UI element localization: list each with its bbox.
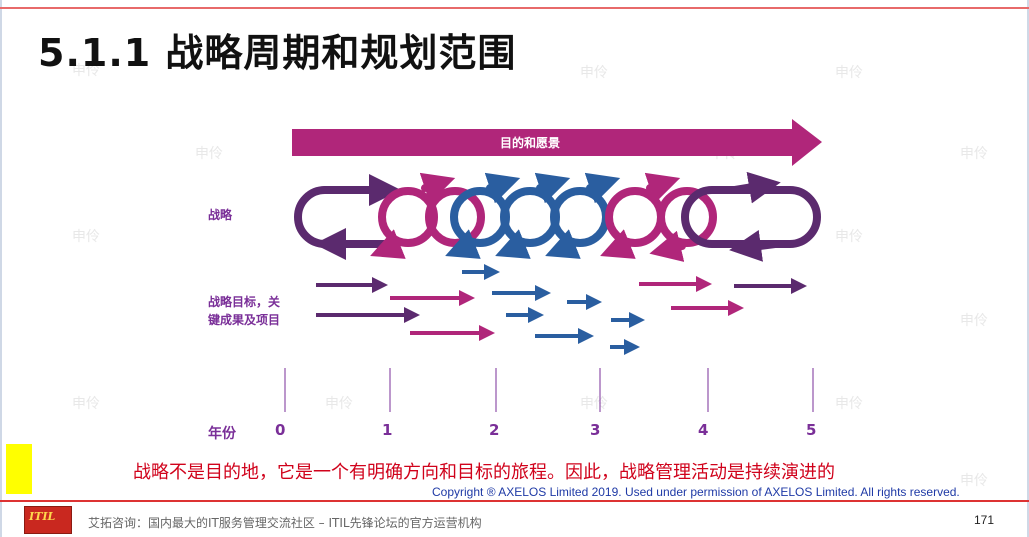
loop-purple-right-arrow-top (731, 171, 781, 204)
footer-rule (0, 500, 1029, 502)
loop-blue-1-arrow-bottom (445, 229, 481, 259)
loop-blue-2 (500, 187, 560, 247)
objective-arrows (316, 264, 807, 355)
loop-magenta-3-arrow-bottom (600, 229, 636, 259)
loop-purple-right-arrow-bottom (729, 230, 779, 262)
left-edge (0, 0, 2, 537)
loop-blue-3-arrow-top (584, 172, 621, 204)
loop-magenta-1-arrow-top (419, 172, 456, 204)
loop-blue-2-arrow-top (534, 172, 571, 204)
loop-blue-1-arrow-top (484, 172, 521, 204)
year-tick-3: 3 (590, 421, 601, 439)
objectives-label-line1: 战略目标，关 (208, 295, 281, 309)
loop-magenta-4-arrow-bottom (649, 230, 686, 262)
vision-label: 目的和愿景 (500, 136, 561, 150)
loop-magenta-1-arrow-bottom (370, 229, 406, 259)
year-axis-label: 年份 (208, 426, 236, 442)
year-tick-0: 0 (275, 421, 286, 439)
year-tick-2: 2 (489, 421, 500, 439)
itil-logo: ITIL (24, 506, 72, 534)
loop-purple-left (294, 186, 359, 248)
right-edge (1027, 0, 1029, 537)
loop-magenta-3 (605, 187, 665, 247)
strategy-loops (294, 171, 821, 262)
highlight-marker (6, 444, 32, 494)
top-rule (0, 7, 1029, 9)
slide-title: 5.1.1 战略周期和规划范围 (38, 31, 517, 75)
loop-blue-2-arrow-bottom (495, 229, 531, 259)
loop-blue-3 (550, 187, 610, 247)
year-tick-4: 4 (698, 421, 709, 439)
loop-magenta-3-arrow-top (644, 172, 681, 204)
strategy-label: 战略 (208, 208, 233, 222)
vision-arrow (292, 119, 822, 166)
loop-magenta-1 (378, 187, 438, 247)
year-tick-lines (284, 368, 814, 412)
loop-magenta-4 (657, 187, 717, 247)
year-tick-5: 5 (806, 421, 817, 439)
loop-blue-3-arrow-bottom (545, 229, 581, 259)
year-tick-1: 1 (382, 421, 393, 439)
objectives-label-line2: 键成果及项目 (208, 313, 281, 327)
footer-text: 艾拓咨询：国内最大的IT服务管理交流社区 – ITIL先锋论坛的官方运营机构 (88, 516, 482, 530)
logo-text: ITIL (29, 510, 56, 523)
loop-purple-right (681, 186, 821, 248)
page-number: 171 (974, 513, 995, 527)
copyright-notice: Copyright ® AXELOS Limited 2019. Used un… (432, 485, 960, 499)
summary-statement: 战略不是目的地，它是一个有明确方向和目标的旅程。因此，战略管理活动是持续演进的 (133, 462, 835, 483)
